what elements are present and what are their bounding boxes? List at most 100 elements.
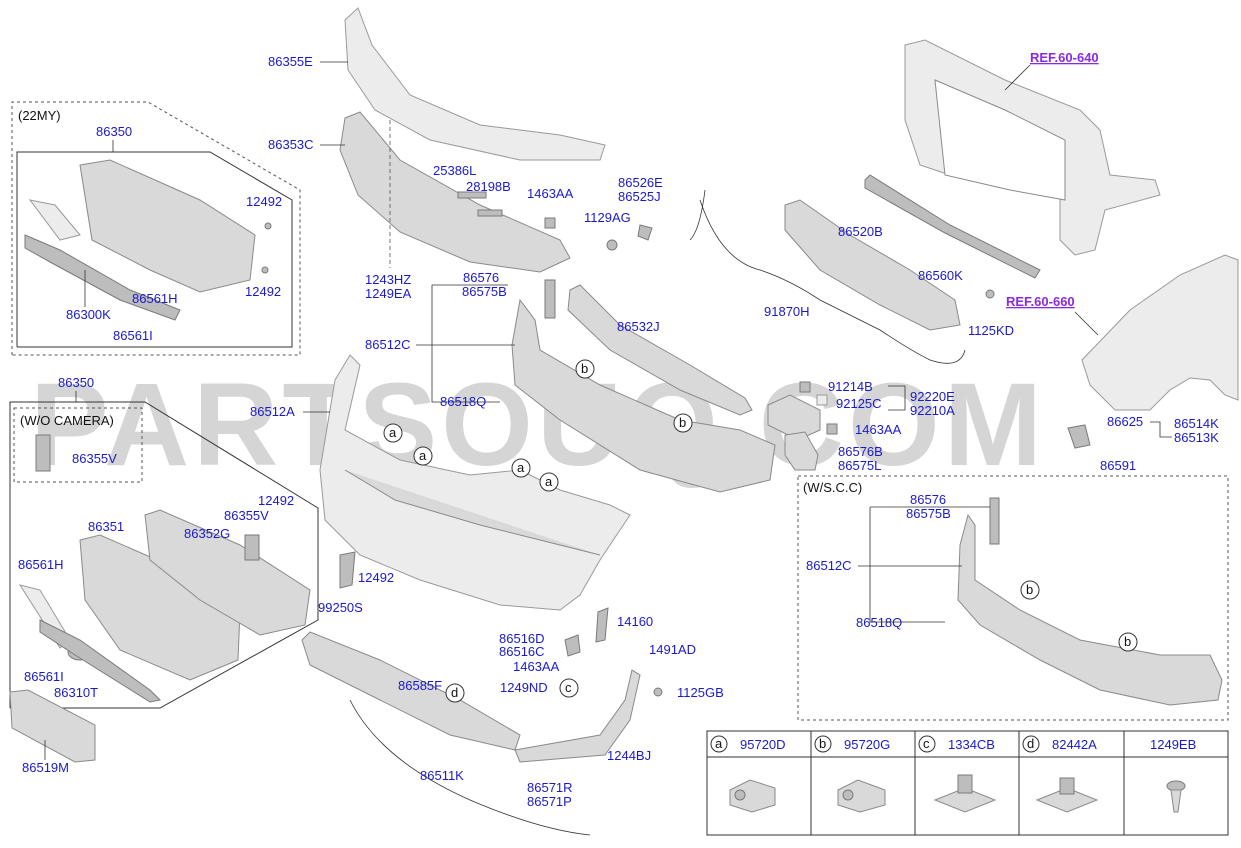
label-12492-a[interactable]: 12492: [246, 194, 282, 209]
label-86576-scc[interactable]: 86576: [910, 492, 946, 507]
label-86353C[interactable]: 86353C: [268, 137, 314, 152]
label-86591[interactable]: 86591: [1100, 458, 1136, 473]
label-86350-wo[interactable]: 86350: [58, 375, 94, 390]
label-1244BJ[interactable]: 1244BJ: [607, 748, 651, 763]
leader: [1074, 311, 1099, 336]
label-92125C[interactable]: 92125C: [836, 396, 882, 411]
part-92125C: [816, 394, 828, 406]
label-86525J[interactable]: 86525J: [618, 189, 661, 204]
label-86561I-22my[interactable]: 86561I: [113, 328, 153, 343]
bracket-86576-scc: [989, 497, 1000, 545]
label-86352G[interactable]: 86352G: [184, 526, 230, 541]
label-1463AA-low[interactable]: 1463AA: [513, 659, 560, 674]
label-86355E[interactable]: 86355E: [268, 54, 313, 69]
table-letter-d: d: [1027, 736, 1034, 751]
label-86561H-22my[interactable]: 86561H: [132, 291, 178, 306]
leader: [869, 507, 945, 623]
label-86532J[interactable]: 86532J: [617, 319, 660, 334]
label-1129AG[interactable]: 1129AG: [584, 210, 631, 225]
label-86513K[interactable]: 86513K: [1174, 430, 1219, 445]
label-86300K[interactable]: 86300K: [66, 307, 111, 322]
label-86516D[interactable]: 86516D: [499, 631, 545, 646]
label-92210A[interactable]: 92210A: [910, 403, 955, 418]
grille-86352G: [144, 509, 311, 636]
label-86512C-scc[interactable]: 86512C: [806, 558, 852, 573]
label-86512C[interactable]: 86512C: [365, 337, 411, 352]
label-86571R[interactable]: 86571R: [527, 780, 573, 795]
label-86516C[interactable]: 86516C: [499, 644, 545, 659]
table-part-b[interactable]: 95720G: [844, 737, 890, 752]
label-86575B[interactable]: 86575B: [462, 284, 507, 299]
label-86561H-wo[interactable]: 86561H: [18, 557, 64, 572]
label-12492-d[interactable]: 12492: [358, 570, 394, 585]
label-1491AD[interactable]: 1491AD: [649, 642, 696, 657]
fastener-table: a 95720D b 95720G c 1334CB d 82442A 1249…: [706, 730, 1229, 836]
bolt-1129AG: [606, 239, 618, 251]
callout-a-2: [413, 446, 433, 466]
label-86576[interactable]: 86576: [463, 270, 499, 285]
fastener-95720G-detail: [842, 789, 854, 801]
bracket-99250S: [339, 551, 356, 589]
label-86350-22my[interactable]: 86350: [96, 124, 132, 139]
label-86561I-wo[interactable]: 86561I: [24, 669, 64, 684]
section-wo-camera-inner: [13, 407, 143, 483]
clip-1463AA-mid: [826, 423, 838, 435]
label-1249ND[interactable]: 1249ND: [500, 680, 548, 695]
label-14160[interactable]: 14160: [617, 614, 653, 629]
label-28198B[interactable]: 28198B: [466, 179, 511, 194]
skid-86571R: [514, 669, 641, 763]
label-86355V-b[interactable]: 86355V: [224, 508, 269, 523]
label-1463AA-top[interactable]: 1463AA: [527, 186, 574, 201]
label-86310T[interactable]: 86310T: [54, 685, 98, 700]
label-86585F[interactable]: 86585F: [398, 678, 442, 693]
label-86560K[interactable]: 86560K: [918, 268, 963, 283]
grille-86585F: [301, 631, 521, 751]
label-99250S[interactable]: 99250S: [318, 600, 363, 615]
label-1125KD[interactable]: 1125KD: [968, 323, 1014, 338]
label-1249EA[interactable]: 1249EA: [365, 286, 412, 301]
callout-d-text: d: [451, 685, 458, 700]
part-91214B: [799, 381, 811, 393]
label-91214B[interactable]: 91214B: [828, 379, 873, 394]
label-86518Q[interactable]: 86518Q: [440, 394, 486, 409]
label-1243HZ[interactable]: 1243HZ: [365, 272, 411, 287]
callout-c-text: c: [565, 680, 572, 695]
label-12492-c[interactable]: 12492: [258, 493, 294, 508]
label-1125GB[interactable]: 1125GB: [677, 685, 724, 700]
label-86511K[interactable]: 86511K: [420, 768, 464, 783]
callout-a-1: [383, 423, 403, 443]
label-86575B-scc[interactable]: 86575B: [906, 506, 951, 521]
label-86625[interactable]: 86625: [1107, 414, 1143, 429]
harness-branch: [689, 189, 706, 241]
label-91870H[interactable]: 91870H: [764, 304, 810, 319]
table-part-a[interactable]: 95720D: [740, 737, 786, 752]
label-86512A[interactable]: 86512A: [250, 404, 295, 419]
label-12492-b[interactable]: 12492: [245, 284, 281, 299]
label-86518Q-scc[interactable]: 86518Q: [856, 615, 902, 630]
label-92220E[interactable]: 92220E: [910, 389, 955, 404]
label-86576B[interactable]: 86576B: [838, 444, 883, 459]
label-86351[interactable]: 86351: [88, 519, 124, 534]
ref-60-660[interactable]: REF.60-660: [1006, 294, 1075, 309]
table-part-c[interactable]: 1334CB: [948, 737, 995, 752]
label-25386L[interactable]: 25386L: [433, 163, 476, 178]
label-86355V-a[interactable]: 86355V: [72, 451, 117, 466]
table-part-d[interactable]: 82442A: [1052, 737, 1097, 752]
radiator-support-center: [934, 79, 1066, 201]
label-86571P[interactable]: 86571P: [527, 794, 572, 809]
callout-b-4: [1118, 632, 1138, 652]
ref-60-640[interactable]: REF.60-640: [1030, 50, 1099, 65]
table-part-e[interactable]: 1249EB: [1150, 737, 1196, 752]
section-wscc-outline: [797, 475, 1229, 721]
table-circle-b: [814, 735, 832, 753]
fastener-95720D-detail: [734, 789, 746, 801]
label-86575L[interactable]: 86575L: [838, 458, 881, 473]
label-86526E[interactable]: 86526E: [618, 175, 663, 190]
trim-86511K: [349, 699, 591, 836]
label-86520B[interactable]: 86520B: [838, 224, 883, 239]
label-1463AA-mid[interactable]: 1463AA: [855, 422, 902, 437]
section-wo-camera-title: (W/O CAMERA): [20, 413, 114, 428]
label-86514K[interactable]: 86514K: [1174, 416, 1219, 431]
leader: [1150, 421, 1172, 438]
label-86519M[interactable]: 86519M: [22, 760, 69, 775]
